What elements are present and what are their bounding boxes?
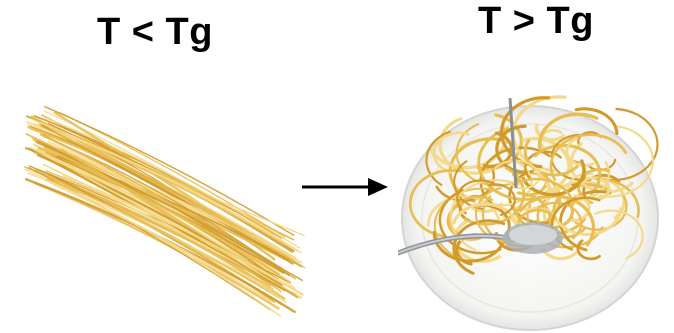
dry-spaghetti-strands xyxy=(25,107,305,316)
cooked-spaghetti-icon xyxy=(398,78,668,333)
left-condition-label: T < Tg xyxy=(97,11,213,54)
right-condition-label: T > Tg xyxy=(478,0,594,43)
right-arrow-icon xyxy=(300,175,390,199)
dry-spaghetti-icon xyxy=(20,80,310,320)
